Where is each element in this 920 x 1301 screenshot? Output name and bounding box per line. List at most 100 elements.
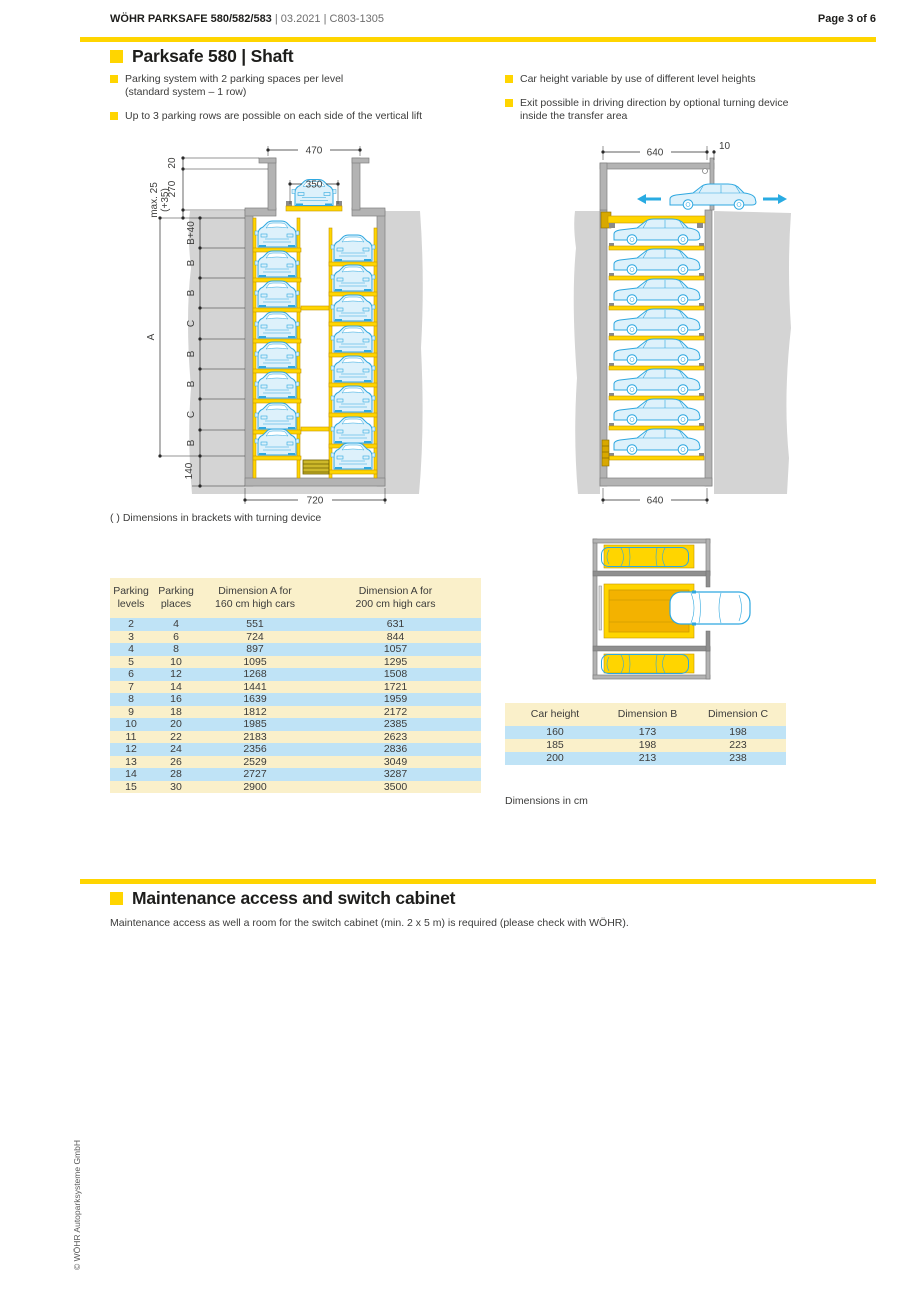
table-cell: 26 bbox=[170, 755, 182, 768]
table-cell: 16 bbox=[170, 693, 182, 705]
table-cell: 1295 bbox=[383, 655, 408, 668]
table-cell: 238 bbox=[729, 751, 747, 764]
column-header: Parking levels bbox=[113, 585, 149, 610]
table-cell: 13 bbox=[125, 755, 137, 768]
table-cell: 20 bbox=[170, 718, 182, 730]
table-cell: 844 bbox=[386, 630, 405, 643]
bullet-text: Car height variable by use of different … bbox=[520, 73, 756, 85]
pit-grille bbox=[302, 459, 330, 475]
table-cell: 6 bbox=[128, 668, 134, 680]
table-cell: 1985 bbox=[243, 718, 267, 730]
shaft-floor bbox=[599, 477, 713, 487]
table-cell: 14 bbox=[125, 768, 137, 780]
svg-text:B: B bbox=[186, 259, 197, 266]
pallet-bottom-bay bbox=[603, 653, 695, 674]
earth-section bbox=[573, 211, 600, 494]
svg-text:640: 640 bbox=[647, 148, 664, 159]
table-cell: 1959 bbox=[383, 693, 408, 705]
table-cell: 185 bbox=[546, 738, 564, 751]
dimension-640-top: 640 bbox=[601, 146, 709, 160]
table-cell: 9 bbox=[128, 705, 134, 718]
column-header: Dimension A for 200 cm high cars bbox=[355, 585, 436, 610]
table-cell: 2356 bbox=[243, 743, 267, 755]
svg-text:270: 270 bbox=[167, 180, 178, 197]
table-cell: 2172 bbox=[383, 705, 408, 718]
shaft-wall-left bbox=[244, 209, 254, 487]
housing-roof-beam bbox=[599, 162, 715, 170]
header-meta: | 03.2021 | C803-1305 bbox=[271, 13, 384, 25]
svg-text:B: B bbox=[186, 289, 197, 296]
column-header: Parking places bbox=[158, 585, 194, 610]
table-cell: 198 bbox=[729, 725, 747, 738]
maintenance-door bbox=[598, 585, 602, 631]
plan-wall-bottom bbox=[592, 674, 711, 680]
list-item: Car height variable by use of different … bbox=[505, 73, 875, 86]
table-cell: 2727 bbox=[243, 768, 267, 780]
table-cell: 8 bbox=[173, 643, 179, 655]
table-cell: 8 bbox=[128, 693, 134, 705]
table-cell: 1268 bbox=[243, 668, 267, 680]
ground-slab-left bbox=[244, 207, 277, 217]
column-header: Dimension A for 160 cm high cars bbox=[215, 585, 295, 610]
cross-beam bbox=[300, 305, 330, 311]
table-cell: 2623 bbox=[383, 730, 408, 743]
car-entering-icon bbox=[669, 589, 751, 627]
table-cell: 213 bbox=[638, 751, 657, 764]
svg-text:A: A bbox=[146, 333, 157, 340]
earth-section bbox=[714, 211, 791, 494]
section-title-maintenance: Maintenance access and switch cabinet bbox=[110, 888, 455, 909]
caption-brackets: ( ) Dimensions in brackets with turning … bbox=[110, 512, 322, 524]
table-cell: 160 bbox=[546, 725, 564, 738]
housing-cap-left bbox=[258, 157, 277, 164]
table-row: 13 26 2529 3049 bbox=[110, 756, 481, 769]
ground-slab-right bbox=[351, 207, 386, 217]
table-cell: 223 bbox=[729, 738, 747, 751]
shaft-wall-right bbox=[704, 209, 713, 487]
svg-text:720: 720 bbox=[307, 496, 324, 507]
svg-text:B: B bbox=[186, 380, 197, 387]
table-cell: 2529 bbox=[243, 755, 267, 768]
table-cell: 10 bbox=[170, 655, 182, 668]
svg-text:(+35): (+35) bbox=[160, 188, 171, 212]
table-cell: 3049 bbox=[383, 755, 408, 768]
table-cell: 10 bbox=[125, 718, 137, 730]
bullet-list-right: Car height variable by use of different … bbox=[505, 73, 875, 134]
table-cell: 6 bbox=[173, 630, 179, 643]
table-cell: 1508 bbox=[383, 668, 408, 680]
transfer-jamb-top bbox=[705, 570, 711, 588]
table-cell: 551 bbox=[246, 618, 264, 630]
copyright-sidebar: © WÖHR Autoparksysteme GmbH bbox=[72, 1139, 82, 1271]
bullet-square-icon bbox=[505, 75, 513, 83]
diagram-plan-view bbox=[592, 538, 751, 680]
table-cell: 2 bbox=[128, 618, 134, 630]
table-cell: 11 bbox=[125, 730, 137, 743]
svg-text:350: 350 bbox=[306, 180, 323, 191]
plan-wall-right-lower bbox=[705, 646, 711, 680]
list-item: Exit possible in driving direction by op… bbox=[505, 97, 875, 123]
bullet-list-left: Parking system with 2 parking spaces per… bbox=[110, 73, 480, 134]
bullet-square-icon bbox=[110, 112, 118, 120]
bullet-text: Exit possible in driving direction by op… bbox=[520, 97, 789, 109]
table-cell: 3 bbox=[128, 630, 134, 643]
table-cell: 1057 bbox=[383, 643, 408, 655]
dimension-overall-A: A bbox=[146, 216, 200, 458]
section-rule bbox=[80, 879, 876, 884]
header-product: WÖHR PARKSAFE 580/582/583 bbox=[110, 13, 272, 25]
section-title-text: Parksafe 580 | Shaft bbox=[132, 46, 294, 66]
housing-wall-left bbox=[599, 162, 608, 211]
table-cell: 2900 bbox=[243, 780, 267, 793]
plan-wall-top bbox=[592, 538, 711, 544]
shaft-floor bbox=[244, 477, 386, 487]
header-rule bbox=[80, 37, 876, 42]
bullet-square-icon bbox=[505, 99, 513, 107]
shaft-wall-right bbox=[376, 209, 386, 487]
